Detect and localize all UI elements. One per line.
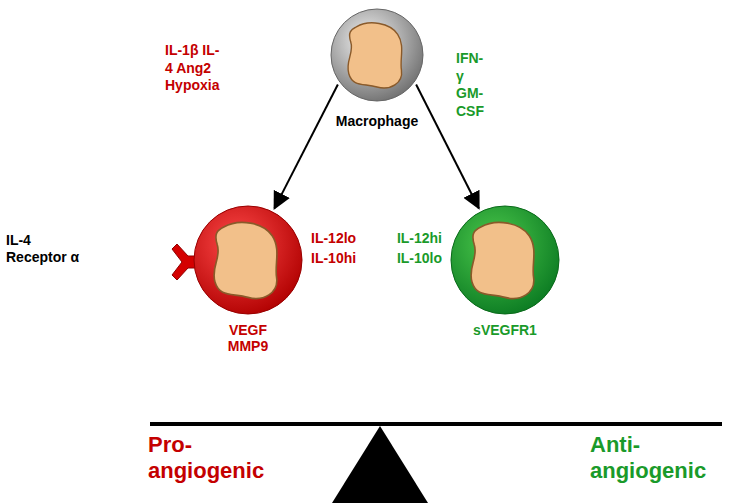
balance-label: Pro-angiogenic xyxy=(148,432,264,485)
cytokine-profile: IL-10hi xyxy=(311,250,356,266)
cell-shape xyxy=(193,205,303,315)
cell-nucleus xyxy=(348,23,402,88)
secreted-factor: sVEGFR1 xyxy=(473,322,537,338)
balance-label: Anti-angiogenic xyxy=(590,432,706,485)
polarized-macrophage: IL-12loIL-10hiVEGF MMP9 xyxy=(193,205,303,315)
seesaw-beam xyxy=(150,422,722,426)
receptor-label: IL-4 Receptor α xyxy=(6,232,90,266)
cell-shape xyxy=(330,8,424,102)
cell-name: Macrophage xyxy=(336,113,418,129)
cytokine-profile: IL-10lo xyxy=(397,250,442,266)
secreted-factor: VEGF MMP9 xyxy=(228,322,268,354)
stimulus-list: IL-1β IL-4 Ang2 Hypoxia xyxy=(165,42,219,95)
cell-nucleus xyxy=(471,222,534,298)
cytokine-profile: IL-12hi xyxy=(397,230,442,246)
cell-body xyxy=(331,9,423,101)
cytokine-profile: IL-12lo xyxy=(311,230,356,246)
macrophage-cell: Macrophage xyxy=(330,8,424,102)
stimulus-list: IFN-γ GM-CSF xyxy=(456,50,484,120)
cell-body xyxy=(451,206,559,314)
polarized-macrophage: IL-12hiIL-10losVEGFR1 xyxy=(450,205,560,315)
cell-shape xyxy=(450,205,560,315)
cell-nucleus xyxy=(214,222,277,298)
seesaw-fulcrum xyxy=(332,426,428,503)
polarization-arrow xyxy=(274,84,337,208)
cell-body xyxy=(194,206,302,314)
